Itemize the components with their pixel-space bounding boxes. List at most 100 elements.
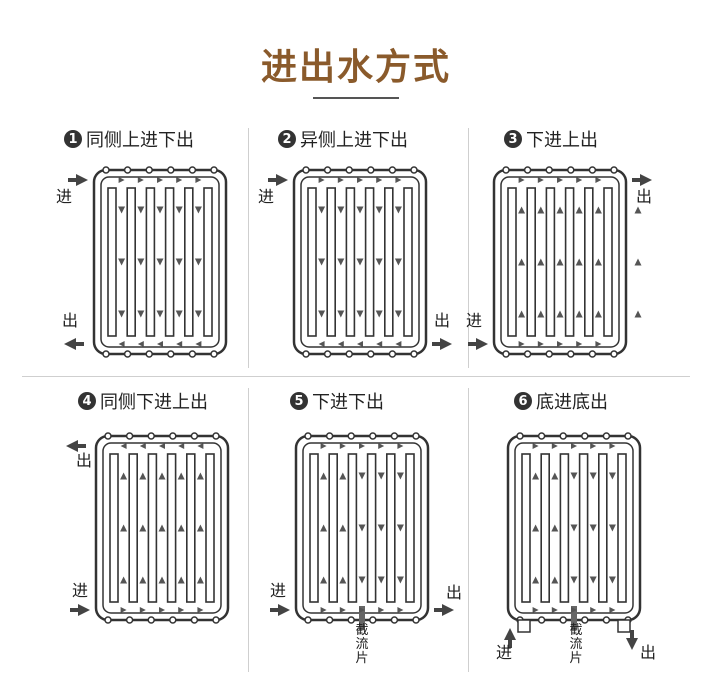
r6-rail-arrow [551,443,558,449]
r5-flow-arrow [339,472,347,480]
panel-4-out-label: 出 [76,451,93,470]
r2-flow-arrow [394,258,402,266]
r5-top-bump [304,432,312,440]
r1-flow-arrow [156,206,164,214]
r4-rail-arrow [120,443,127,449]
r1-rail-arrow [176,341,183,347]
r2-flow-arrow [337,310,345,318]
r1-tube [184,187,194,337]
r2-tube [403,187,413,337]
panel-3-out-label: 出 [636,187,653,206]
r6-flow-arrow [570,576,578,584]
r4-tube [205,453,215,603]
r6-tube [598,453,608,603]
r3-rail-arrow [557,341,563,347]
r1-flow-arrow [137,310,145,318]
r4-top-bump [104,432,112,440]
r2-rail-arrow [395,177,402,183]
r6-rail-arrow [590,443,597,449]
panel-5-number-badge: 5 [290,392,308,410]
r5-top-bump [369,432,377,440]
r6-top-bump [602,432,611,440]
panel-6-limiter-char-2: 流 [569,637,583,652]
r4-inlet-arrow-head [78,604,90,616]
r2-flow-arrow [375,310,383,318]
panel-4-title: 4 同侧下进上出 [78,388,208,414]
r1-tube [203,187,213,337]
r2-rail-arrow [337,177,344,183]
r6-flow-arrow [589,576,597,584]
panel-5-out-label: 出 [446,583,463,602]
r6-flow-arrow [532,576,540,584]
panel-6: 6 底进底出 进 出 截 流 片 [466,388,698,666]
r1-bottom-bump [210,350,218,358]
r5-rail-arrow [320,607,327,613]
r5-rail-arrow [378,443,385,449]
r1-rail-arrow [195,177,202,183]
r5-bottom-bump [390,616,399,624]
r1-flow-arrow [137,206,145,214]
r2-bottom-bump [323,350,332,358]
radiator-5 [270,432,454,630]
r6-rail-arrow [532,443,539,449]
r2-bottom-bump [388,350,397,358]
r1-tube [126,187,136,337]
r4-bottom-bump [125,616,134,624]
r3-side-arrow [634,258,642,266]
panel-5-title: 5 下进下出 [290,388,384,414]
r2-flow-arrow [394,310,402,318]
r4-rail-arrow [178,607,185,613]
r3-rail-arrow [518,177,525,183]
r4-tube [147,453,158,603]
r1-flow-arrow [118,206,126,214]
r5-flow-arrow [396,524,404,532]
r3-outlet-arrow-head [640,174,652,186]
r6-flow-arrow [589,472,597,480]
r3-top-bump [610,166,618,174]
r1-bottom-bump [167,350,175,358]
r6-limiter-plate [571,606,577,630]
r4-top-bump [169,432,177,440]
r3-frame [492,168,628,356]
r3-side-arrow [634,310,642,318]
r1-tube [107,187,117,337]
r2-flow-arrow [356,310,364,318]
r4-tube [128,453,138,603]
r3-bottom-bump [567,350,575,358]
r2-tube [307,187,317,337]
r5-tube [366,453,377,603]
r6-top-bump [581,432,589,440]
r6-outlet-arrow-head [626,638,638,650]
r5-flow-arrow [320,576,328,584]
r3-flow-arrow [537,258,545,266]
r2-flow-arrow [318,206,326,214]
r5-flow-arrow [358,524,366,532]
vertical-divider-left-lower [248,388,249,672]
r5-flow-arrow [358,576,366,584]
title-underline [313,97,399,99]
panel-5-limiter-char-3: 片 [355,651,369,666]
r3-tube [545,187,556,337]
r5-flow-arrow [396,472,404,480]
r1-flow-arrow [156,310,164,318]
r6-top-bump [537,432,546,440]
r2-rail-arrow [395,341,402,347]
r6-rail-arrow [551,607,558,613]
r3-flow-arrow [575,206,583,214]
r6-bottom-bump [602,616,611,624]
r4-rail-arrow [120,607,127,613]
r2-flow-arrow [318,258,326,266]
r2-top-bump [302,166,310,174]
r4-flow-arrow [139,576,147,584]
radiator-4 [66,432,230,624]
r6-rail-arrow [590,607,597,613]
r4-bottom-bump [169,616,177,624]
r5-flow-arrow [377,472,385,480]
r5-flow-arrow [377,576,385,584]
r1-rail-arrow [176,177,183,183]
r5-top-bump [412,432,420,440]
r3-bottom-bump [523,350,532,358]
r4-flow-arrow [196,576,204,584]
panel-6-limiter-char-3: 片 [569,651,583,666]
r1-bottom-bump [102,350,110,358]
